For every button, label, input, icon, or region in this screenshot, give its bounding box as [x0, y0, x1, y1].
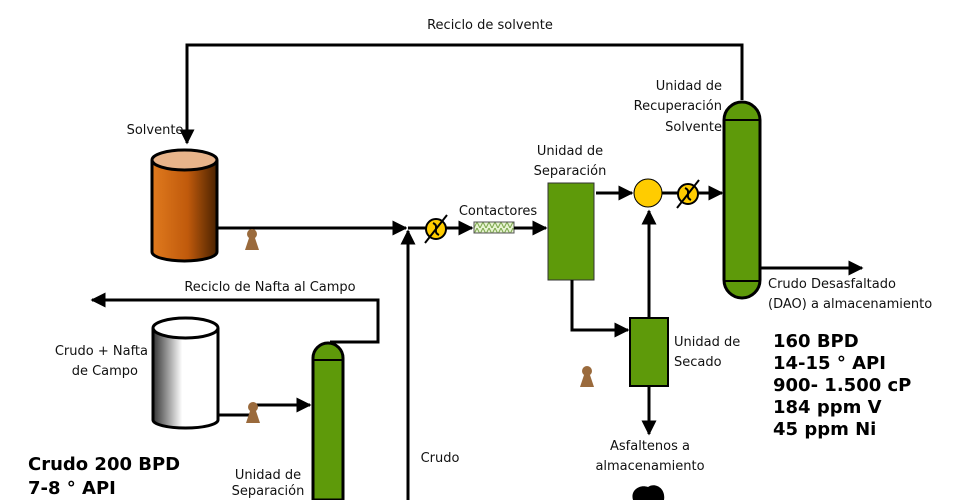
separation-unit: [547, 182, 595, 281]
contactors: [473, 221, 515, 234]
pump-icon: [580, 366, 594, 387]
product-stat: 900- 1.500 cP: [773, 375, 911, 396]
solvent-recycle-line: [179, 43, 744, 145]
pump-icon: [246, 402, 260, 423]
product-stat: 45 ppm Ni: [773, 419, 876, 440]
dao-label-1: Crudo Desasfaltado: [768, 277, 896, 292]
asphaltene-pile-icon: [632, 485, 665, 500]
solvent-tank: [150, 148, 219, 263]
product-stat: 160 BPD: [773, 331, 859, 352]
recovery-unit-label-2: Recuperación: [634, 99, 722, 114]
contactors-label: Contactores: [459, 204, 538, 219]
naphtha-recycle-line: [90, 292, 380, 344]
recovery-unit-label-1: Unidad de: [656, 79, 722, 94]
drying-unit-label-2: Secado: [674, 355, 722, 370]
dao-label-2: (DAO) a almacenamiento: [768, 297, 932, 312]
feed-stat: 7-8 ° API: [28, 478, 116, 499]
heat-exchanger-icon: [676, 179, 700, 209]
crude-label: Crudo: [421, 451, 460, 466]
crude-naphtha-tank: [151, 316, 220, 430]
naphtha-recycle-label: Reciclo de Nafta al Campo: [184, 280, 355, 295]
recovery-unit-label-3: Solvente: [665, 120, 722, 135]
field-separation-column: [311, 341, 345, 500]
field-separation-label-1: Unidad de: [235, 468, 301, 483]
field-separation-label-2: Separación: [232, 484, 305, 499]
drying-unit-label-1: Unidad de: [674, 335, 740, 350]
mixer: [633, 178, 663, 208]
pump-icon: [245, 229, 259, 250]
product-stat: 14-15 ° API: [773, 353, 886, 374]
solvent-recycle-label: Reciclo de solvente: [427, 18, 553, 33]
solvent-recovery-column: [722, 100, 762, 300]
crude-naphtha-label-2: de Campo: [72, 364, 138, 379]
asphaltenes-label-1: Asfaltenos a: [610, 439, 690, 454]
separation-unit-label-1: Unidad de: [537, 144, 603, 159]
feed-stat: Crudo 200 BPD: [28, 454, 180, 475]
product-stat: 184 ppm V: [773, 397, 882, 418]
drying-unit: [629, 317, 669, 387]
heat-exchanger-icon: [424, 214, 448, 244]
separation-unit-label-2: Separación: [534, 164, 607, 179]
crude-naphtha-label-1: Crudo + Nafta: [55, 344, 148, 359]
asphaltenes-label-2: almacenamiento: [595, 459, 704, 474]
solvent-label: Solvente: [127, 123, 184, 138]
